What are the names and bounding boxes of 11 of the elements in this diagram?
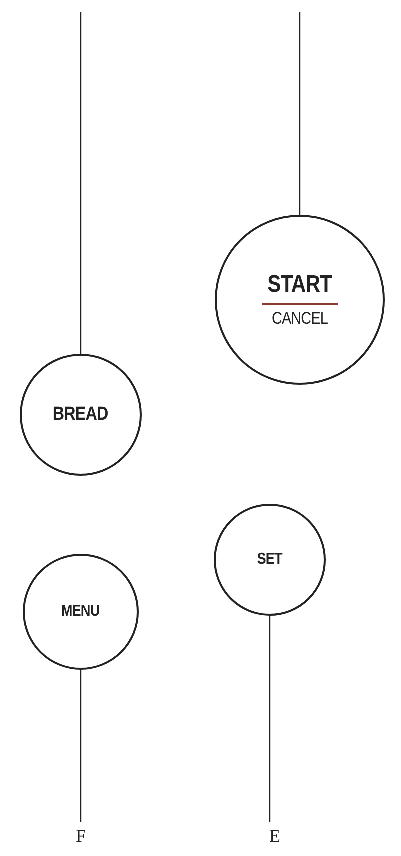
button-label: CANCEL — [272, 309, 328, 329]
leader-line — [80, 670, 82, 822]
leader-line — [269, 616, 271, 822]
button-label: START — [268, 271, 332, 299]
button-label: MENU — [62, 603, 100, 621]
button-label: BREAD — [53, 404, 109, 426]
button-label: SET — [257, 551, 283, 569]
callout-letter: F — [66, 826, 96, 847]
leader-line — [80, 12, 82, 354]
callout-letter: E — [260, 826, 290, 847]
leader-line — [299, 12, 301, 215]
